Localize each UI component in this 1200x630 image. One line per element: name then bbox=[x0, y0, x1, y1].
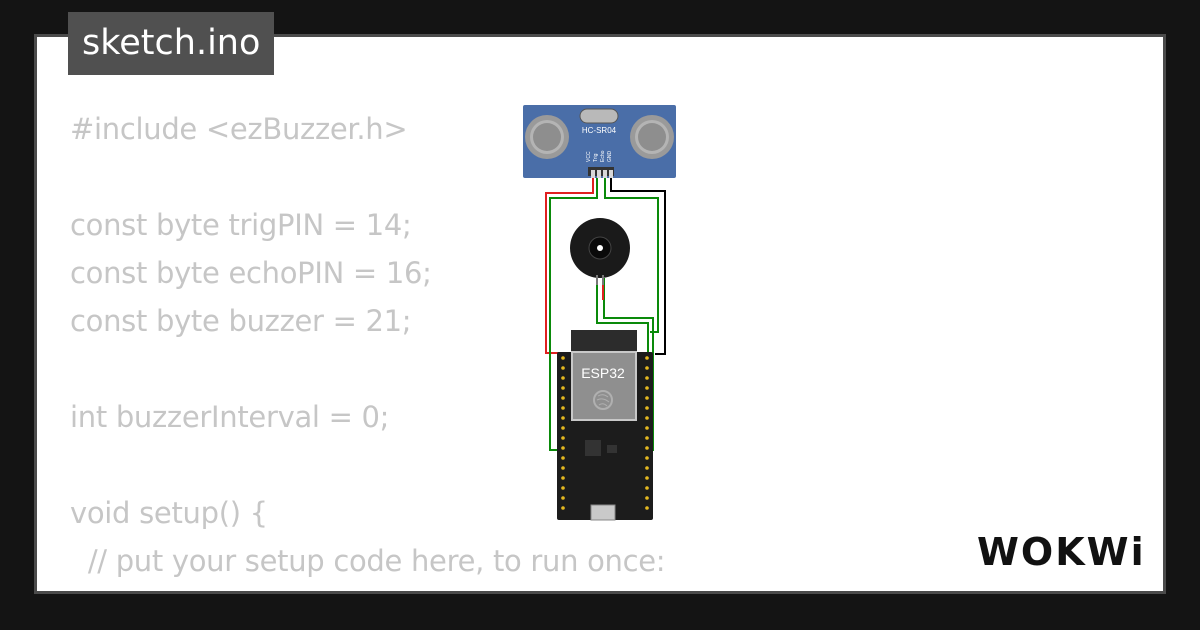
esp32-board: ESP32 bbox=[557, 330, 653, 521]
wokwi-logo-text: WOKWi bbox=[977, 530, 1146, 574]
code-line: int buzzerInterval = 0; bbox=[70, 400, 390, 434]
board-pins bbox=[561, 356, 649, 510]
buzzer bbox=[570, 218, 630, 285]
code-line: void setup() { bbox=[70, 496, 268, 530]
code-line: const byte echoPIN = 16; bbox=[70, 256, 432, 290]
sensor-pin-label: VCC bbox=[586, 151, 592, 162]
wokwi-logo: WOKWi bbox=[977, 530, 1146, 574]
file-tab[interactable]: sketch.ino bbox=[68, 12, 275, 75]
sensor-pin-label: Trig bbox=[593, 153, 599, 162]
ultrasonic-sensor: HC-SR04 VCC Trig Echo GND bbox=[523, 105, 676, 178]
code-line: Serial.begin(115200); bbox=[70, 585, 665, 591]
sensor-pin-label: Echo bbox=[600, 150, 606, 162]
code-line: #include <ezBuzzer.h> bbox=[70, 112, 408, 146]
sensor-model-label: HC-SR04 bbox=[582, 126, 617, 135]
circuit-diagram: HC-SR04 VCC Trig Echo GND bbox=[523, 105, 676, 521]
wire-black bbox=[610, 178, 666, 355]
code-line: // put your setup code here, to run once… bbox=[70, 544, 666, 578]
board-label: ESP32 bbox=[581, 365, 625, 381]
wire-red bbox=[545, 178, 594, 354]
wire-green-echo bbox=[604, 178, 659, 333]
code-line: const byte trigPIN = 14; bbox=[70, 208, 412, 242]
code-snippet: #include <ezBuzzer.h> const byte trigPIN … bbox=[70, 105, 666, 591]
code-line: const byte buzzer = 21; bbox=[70, 304, 412, 338]
wire-green-trig bbox=[549, 178, 598, 451]
sensor-pin-label: GND bbox=[607, 151, 613, 163]
